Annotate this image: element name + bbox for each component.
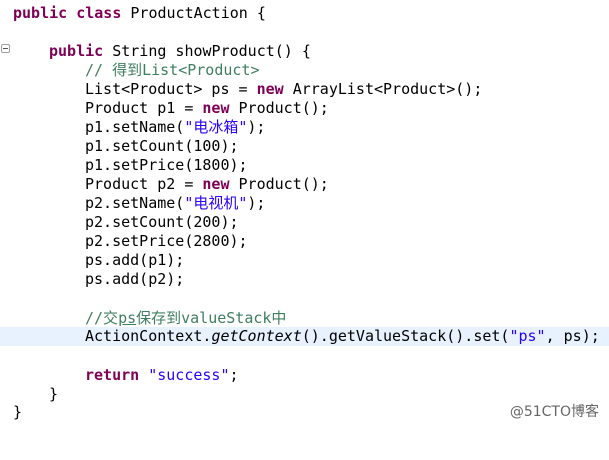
code-text: String showProduct() { (103, 42, 311, 60)
code-text: ArrayList<Product>(); (283, 80, 483, 98)
code-line-6: Product p1 = new Product(); (0, 99, 609, 118)
watermark-text: @51CTO博客 (509, 404, 599, 420)
code-line-3: public String showProduct() { (0, 42, 609, 61)
code-text: Product p2 = (85, 175, 203, 193)
code-text: ActionContext. (85, 327, 212, 345)
code-editor[interactable]: public class ProductAction { public Stri… (0, 0, 609, 427)
code-text: , ps); (545, 327, 600, 345)
code-line-1: public class ProductAction { (0, 4, 609, 23)
fold-collapse-icon[interactable] (1, 44, 10, 53)
code-text: ps.add(p1); (85, 251, 185, 269)
code-text: List<Product> ps = (85, 80, 257, 98)
keyword: new (202, 99, 230, 117)
comment: //交 (85, 309, 119, 327)
keyword: public (13, 4, 68, 22)
comment-spellcheck-word: ps (118, 309, 137, 327)
code-text: ().getValueStack().set( (301, 327, 510, 345)
code-text: ); (247, 194, 266, 212)
code-line-12: p2.setCount(200); (0, 213, 609, 232)
code-line-14: ps.add(p1); (0, 251, 609, 270)
code-line-10: Product p2 = new Product(); (0, 175, 609, 194)
code-line-4: // 得到List<Product> (0, 61, 609, 80)
code-text: Product(); (229, 175, 329, 193)
code-text: ; (229, 366, 239, 384)
code-line-5: List<Product> ps = new ArrayList<Product… (0, 80, 609, 99)
static-method: getContext (211, 327, 302, 345)
keyword: return (85, 366, 140, 384)
code-text: p2.setCount(200); (85, 213, 239, 231)
code-text: ); (247, 118, 266, 136)
code-text: ProductAction { (121, 4, 266, 22)
code-text (139, 366, 148, 384)
code-text: p2.setPrice(2800); (85, 232, 248, 250)
keyword: public (49, 42, 104, 60)
code-line-11: p2.setName("电视机"); (0, 194, 609, 213)
code-text: p2.setName( (85, 194, 185, 212)
code-line-9: p1.setPrice(1800); (0, 156, 609, 175)
code-text: p1.setName( (85, 118, 185, 136)
string-literal: "电视机" (184, 194, 248, 212)
code-line-8: p1.setCount(100); (0, 137, 609, 156)
keyword: new (256, 80, 284, 98)
code-text: ps.add(p2); (85, 270, 185, 288)
code-line-7: p1.setName("电冰箱"); (0, 118, 609, 137)
code-text: } (49, 385, 59, 403)
code-text: p1.setCount(100); (85, 137, 239, 155)
string-literal: "电冰箱" (184, 118, 248, 136)
code-line-20: return "success"; (0, 366, 609, 385)
string-literal: "success" (148, 366, 230, 384)
code-text: Product p1 = (85, 99, 203, 117)
code-line-21: } (0, 385, 609, 404)
code-line-22: } (0, 403, 609, 422)
code-line-13: p2.setPrice(2800); (0, 232, 609, 251)
code-line-17: //交ps保存到valueStack中 (0, 309, 609, 328)
code-text: p1.setPrice(1800); (85, 156, 248, 174)
code-text: } (13, 403, 23, 421)
comment: 保存到valueStack中 (136, 309, 287, 327)
keyword: new (202, 175, 230, 193)
code-text: Product(); (229, 99, 329, 117)
string-literal: "ps" (509, 327, 546, 345)
comment: // 得到List<Product> (85, 61, 260, 79)
code-line-18-current[interactable]: ActionContext.getContext().getValueStack… (0, 327, 609, 346)
code-line-15: ps.add(p2); (0, 270, 609, 289)
keyword: class (76, 4, 122, 22)
